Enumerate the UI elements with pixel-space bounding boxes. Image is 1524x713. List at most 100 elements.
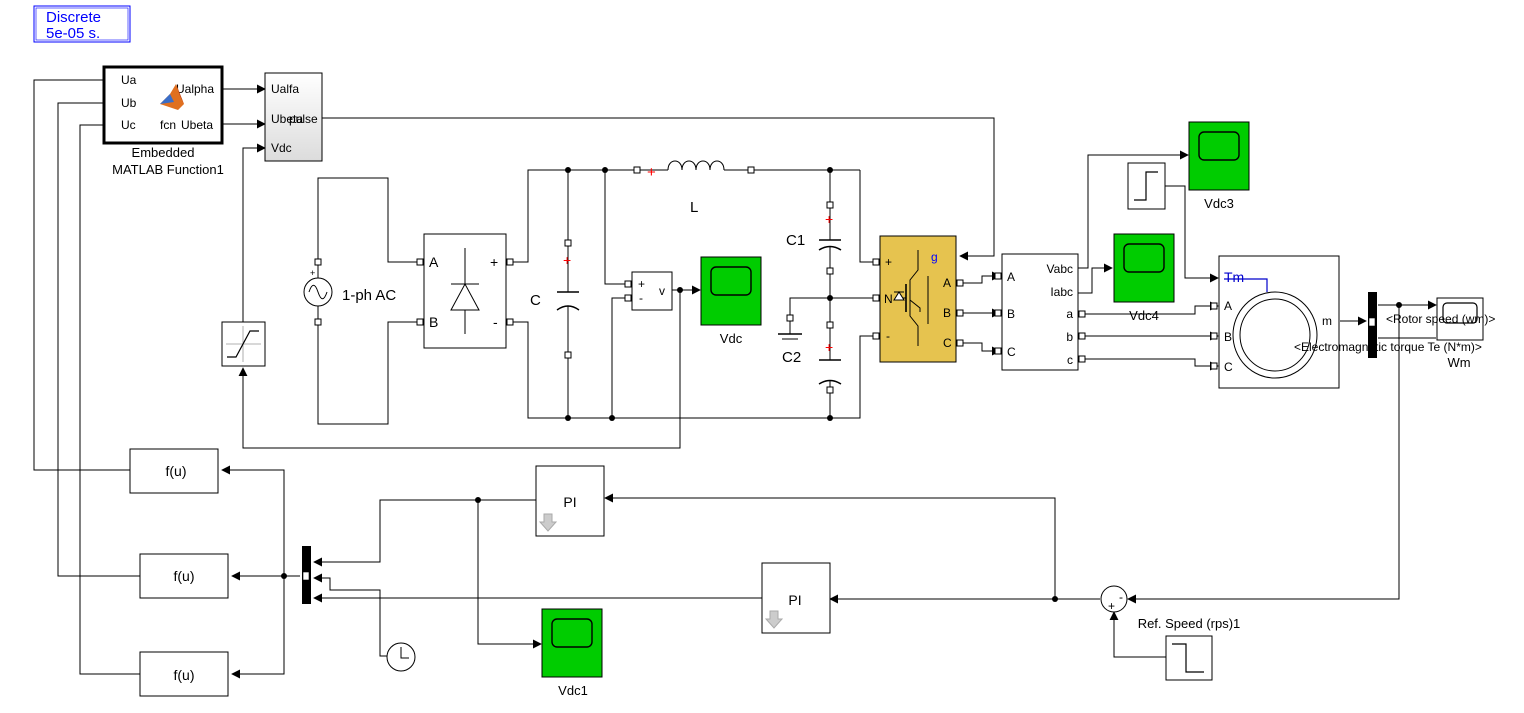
port-ubeta: Ubeta	[181, 118, 213, 132]
scope-vdc[interactable]: Vdc	[700, 256, 762, 346]
pi-controller-1[interactable]: PI	[535, 465, 605, 537]
motor-icon	[1232, 291, 1318, 379]
motor-port-tm: Tm	[1224, 269, 1244, 285]
fcn3-label: f(u)	[174, 667, 195, 683]
diode-bridge-rectifier[interactable]: A B + -	[416, 233, 514, 349]
bridge-port-a: A	[429, 254, 439, 270]
bridge-port-plus: +	[490, 254, 498, 270]
wires	[33, 75, 1437, 679]
step-block-ref-speed[interactable]: Ref. Speed (rps)1	[1138, 616, 1241, 681]
motor-port-a: A	[1224, 299, 1232, 313]
scope-vdc4-label: Vdc4	[1129, 308, 1159, 323]
meas-out-b: b	[1066, 330, 1073, 344]
meas-out-vabc: Vabc	[1047, 262, 1073, 276]
motor-port-b: B	[1224, 330, 1232, 344]
motor-port-c: C	[1224, 360, 1233, 374]
scope-vdc3[interactable]: Vdc3	[1188, 121, 1250, 211]
embedded-caption-1: Embedded	[132, 145, 195, 160]
three-phase-measurement-block[interactable]: A B C Vabc Iabc a b c	[994, 253, 1086, 371]
inductor-label: L	[690, 199, 698, 216]
svg-text:+: +	[825, 339, 833, 355]
fcn2-label: f(u)	[174, 568, 195, 584]
ground-icon	[778, 314, 802, 340]
svpwm-subsystem-block[interactable]: Ualfa Ubeta Vdc pulse	[264, 72, 323, 162]
clock-block[interactable]	[386, 642, 416, 672]
inverter-port-b: B	[943, 306, 951, 320]
capacitor-c2-label: C2	[782, 349, 801, 366]
capacitor-c1-label: C1	[786, 232, 805, 249]
igbt-icon	[893, 250, 929, 346]
fcn-block-2[interactable]: f(u)	[139, 553, 229, 599]
inverter-port-a: A	[943, 276, 951, 290]
port-ualpha: Ualpha	[176, 82, 214, 96]
svg-text:+: +	[310, 268, 315, 278]
signal-rotor-speed: <Rotor speed (wm)>	[1386, 312, 1495, 326]
meas-in-c: C	[1007, 345, 1016, 359]
port-uc: Uc	[121, 118, 136, 132]
voltmeter-plus: +	[638, 277, 645, 291]
svg-text:+: +	[563, 252, 571, 268]
solver-mode-text: Discrete	[46, 9, 101, 26]
inverter-port-plus: +	[885, 255, 892, 269]
sum-minus: -	[1119, 590, 1123, 604]
scope-vdc-label: Vdc	[720, 331, 743, 346]
solver-step-text: 5e-05 s.	[46, 25, 100, 42]
junction-dots	[281, 167, 1402, 602]
signal-em-torque: <Electromagnetic torque Te (N*m)>	[1294, 340, 1482, 354]
embedded-caption-2: MATLAB Function1	[112, 162, 224, 177]
svg-text:+: +	[825, 211, 833, 227]
step-block-torque[interactable]	[1127, 162, 1166, 210]
ac-source-label: 1-ph AC	[342, 287, 396, 304]
inverter-port-g: g	[931, 250, 938, 264]
inverter-port-n: N	[884, 292, 893, 306]
ref-speed-label: Ref. Speed (rps)1	[1138, 616, 1241, 631]
fcn-block-1[interactable]: f(u)	[129, 448, 219, 494]
meas-out-a: a	[1066, 307, 1073, 321]
scope-wm[interactable]: Wm	[1436, 297, 1484, 370]
bridge-port-b: B	[429, 314, 438, 330]
three-level-inverter-block[interactable]: + N - g A B C	[872, 235, 964, 363]
scope-vdc1-label: Vdc1	[558, 683, 588, 698]
port-pulse: pulse	[289, 112, 318, 126]
inverter-port-c: C	[943, 336, 952, 350]
scope-wm-label: Wm	[1447, 355, 1470, 370]
capacitor-c1[interactable]: + C1	[786, 201, 842, 275]
port-ub: Ub	[121, 96, 137, 110]
fcn-block-3[interactable]: f(u)	[139, 651, 229, 697]
saturation-block[interactable]	[221, 321, 266, 367]
voltmeter-minus: -	[639, 291, 643, 305]
pi-controller-2[interactable]: PI	[761, 562, 831, 634]
port-ua: Ua	[121, 73, 137, 87]
fcn-label: fcn	[160, 118, 176, 132]
pi2-label: PI	[788, 592, 801, 608]
port-ubeta-in: Ubeta	[271, 112, 303, 126]
svg-text:+: +	[647, 164, 656, 181]
bridge-port-minus: -	[493, 314, 498, 330]
meas-out-iabc: Iabc	[1050, 285, 1073, 299]
motor-port-m: m	[1322, 314, 1332, 328]
bus-selector-block[interactable]: <Rotor speed (wm)> <Electromagnetic torq…	[1294, 292, 1495, 358]
matlab-logo-icon	[160, 84, 184, 110]
capacitor-c-label: C	[530, 292, 541, 309]
port-vdc: Vdc	[271, 141, 292, 155]
scope-vdc3-label: Vdc3	[1204, 196, 1234, 211]
powergui-solver-block[interactable]: Discrete 5e-05 s.	[33, 5, 131, 43]
mux-block[interactable]	[302, 546, 311, 604]
port-ualfa: Ualfa	[271, 82, 299, 96]
inductor-l[interactable]: + L	[633, 160, 755, 216]
capacitor-c2[interactable]: + C2	[782, 321, 842, 394]
fcn1-label: f(u)	[166, 463, 187, 479]
embedded-matlab-function-block[interactable]: Ua Ub Uc Ualpha Ubeta fcn Embedded MATLA…	[102, 65, 224, 177]
inverter-port-minus: -	[886, 329, 890, 343]
meas-in-b: B	[1007, 307, 1015, 321]
pi1-label: PI	[563, 494, 576, 510]
scope-vdc1[interactable]: Vdc1	[541, 608, 603, 698]
ac-voltage-source[interactable]: + 1-ph AC	[303, 258, 396, 326]
sum-plus: +	[1108, 599, 1115, 613]
sum-block[interactable]: + -	[1100, 585, 1128, 613]
capacitor-c[interactable]: + C	[530, 239, 580, 359]
scope-vdc4[interactable]: Vdc4	[1113, 233, 1175, 323]
asynchronous-machine-block[interactable]: Tm A B C m	[1210, 255, 1340, 389]
voltage-measurement-block[interactable]: + - v	[624, 271, 673, 311]
